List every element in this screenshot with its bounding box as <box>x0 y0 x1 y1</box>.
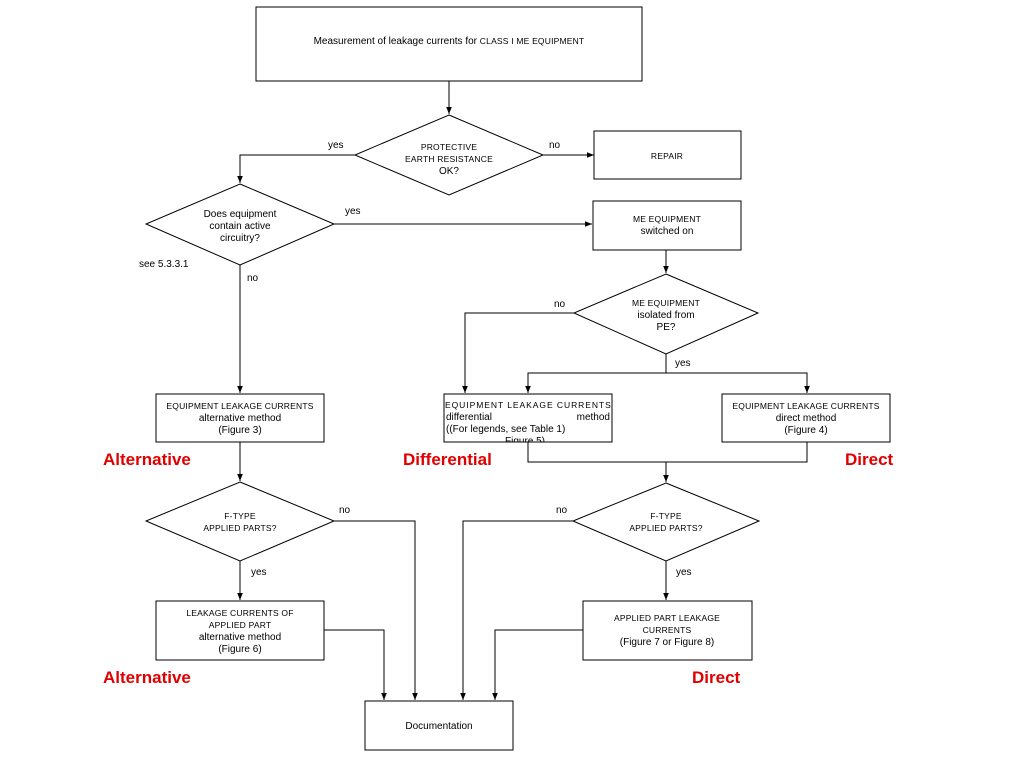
active-line3: circuitry? <box>220 233 260 244</box>
alt-method-box: EQUIPMENT LEAKAGE CURRENTS alternative m… <box>155 393 325 443</box>
applied-direct-line1: APPLIED PART LEAKAGE <box>614 613 720 623</box>
direct-method-line3: (Figure 4) <box>784 425 827 436</box>
switched-line2: switched on <box>641 226 694 237</box>
start-text: Measurement of leakage currents for <box>314 36 480 47</box>
diff-method-line2a: differential <box>446 412 492 423</box>
annotation-alternative-bottom: Alternative <box>103 668 191 687</box>
label-active-no: no <box>247 273 259 284</box>
repair-text: REPAIR <box>651 151 683 161</box>
switched-line1: ME EQUIPMENT <box>633 214 701 224</box>
diff-method-line2b: method <box>577 412 610 423</box>
label-isolated-yes: yes <box>675 358 691 369</box>
annotations: Alternative Differential Direct Alternat… <box>103 450 894 687</box>
pe-line1: PROTECTIVE <box>421 142 477 152</box>
label-ftype-right-yes: yes <box>676 567 692 578</box>
ftype-left-decision: F-TYPE APPLIED PARTS? <box>144 481 336 562</box>
documentation-box: Documentation <box>364 700 514 751</box>
pe-line3: OK? <box>439 166 459 177</box>
label-ftype-left-no: no <box>339 505 351 516</box>
edge-labels: yes no yes see 5.3.3.1 no no yes no yes … <box>139 140 692 578</box>
ftype-left-line1: F-TYPE <box>224 511 256 521</box>
edge-diff-direct-merge <box>527 442 808 463</box>
label-pe-no: no <box>549 140 561 151</box>
connectors <box>237 81 810 700</box>
diff-method-line1: EQUIPMENT LEAKAGE CURRENTS <box>445 400 611 410</box>
applied-alt-line2: APPLIED PART <box>209 620 272 630</box>
documentation-text: Documentation <box>405 721 472 732</box>
direct-method-line1: EQUIPMENT LEAKAGE CURRENTS <box>732 401 879 411</box>
edge-applied-direct-to-doc <box>492 629 583 700</box>
applied-alt-box: LEAKAGE CURRENTS OF APPLIED PART alterna… <box>155 600 325 661</box>
isolated-line2: isolated from <box>637 310 694 321</box>
active-decision: Does equipment contain active circuitry? <box>144 183 336 266</box>
diff-method-line4: Figure 5) <box>505 436 545 447</box>
applied-direct-box: APPLIED PART LEAKAGE CURRENTS (Figure 7 … <box>582 600 753 661</box>
start-text-sc: CLASS I ME EQUIPMENT <box>480 36 585 46</box>
applied-alt-line3: alternative method <box>199 632 281 643</box>
active-line1: Does equipment <box>204 209 277 220</box>
repair-box: REPAIR <box>593 130 742 180</box>
edge-isolated-yes-left <box>525 372 666 393</box>
annotation-alternative-top: Alternative <box>103 450 191 469</box>
isolated-line3: PE? <box>657 322 676 333</box>
label-isolated-no: no <box>554 299 566 310</box>
annotation-differential: Differential <box>403 450 492 469</box>
alt-method-line1: EQUIPMENT LEAKAGE CURRENTS <box>166 401 313 411</box>
edge-isolated-no <box>462 312 574 393</box>
edge-isolated-yes-right <box>666 372 810 393</box>
alt-method-line3: (Figure 3) <box>218 425 261 436</box>
applied-direct-line2: CURRENTS <box>643 625 692 635</box>
label-ftype-right-no: no <box>556 505 568 516</box>
pe-line2: EARTH RESISTANCE <box>405 154 493 164</box>
label-ftype-left-yes: yes <box>251 567 267 578</box>
isolated-decision: ME EQUIPMENT isolated from PE? <box>572 273 760 355</box>
alt-method-line2: alternative method <box>199 413 281 424</box>
active-line2: contain active <box>209 221 271 232</box>
applied-alt-line1: LEAKAGE CURRENTS OF <box>186 608 293 618</box>
edge-pe-yes <box>237 154 355 183</box>
diff-method-line3: ((For legends, see Table 1) <box>446 424 565 435</box>
ftype-left-line2: APPLIED PARTS? <box>203 523 276 533</box>
ftype-right-decision: F-TYPE APPLIED PARTS? <box>571 482 761 562</box>
diff-method-box: EQUIPMENT LEAKAGE CURRENTS differential … <box>443 393 613 447</box>
edge-ftype-right-no <box>460 520 573 700</box>
switched-box: ME EQUIPMENT switched on <box>592 200 742 251</box>
annotation-direct-top: Direct <box>845 450 894 469</box>
edge-ftype-left-no <box>334 520 418 700</box>
svg-text:Measurement of leakage current: Measurement of leakage currents for CLAS… <box>314 36 585 47</box>
label-see-ref: see 5.3.3.1 <box>139 259 189 270</box>
start-box: Measurement of leakage currents for CLAS… <box>255 6 643 82</box>
annotation-direct-bottom: Direct <box>692 668 741 687</box>
label-pe-yes: yes <box>328 140 344 151</box>
ftype-right-line1: F-TYPE <box>650 511 682 521</box>
isolated-line1: ME EQUIPMENT <box>632 298 700 308</box>
direct-method-line2: direct method <box>776 413 837 424</box>
edge-applied-alt-to-doc <box>324 629 387 700</box>
ftype-right-line2: APPLIED PARTS? <box>629 523 702 533</box>
label-active-yes: yes <box>345 206 361 217</box>
direct-method-box: EQUIPMENT LEAKAGE CURRENTS direct method… <box>721 393 891 443</box>
applied-direct-line3: (Figure 7 or Figure 8) <box>620 637 714 648</box>
applied-alt-line4: (Figure 6) <box>218 644 261 655</box>
pe-decision: PROTECTIVE EARTH RESISTANCE OK? <box>353 114 545 196</box>
